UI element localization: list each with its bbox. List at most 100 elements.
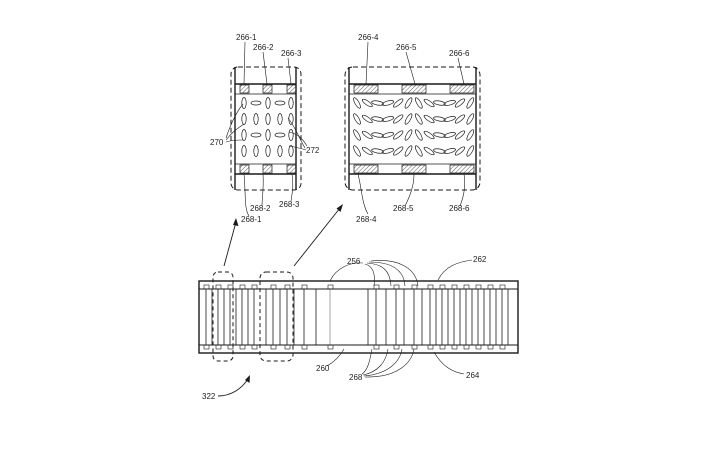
lc-molecule [253, 145, 259, 157]
right-detail-dashed-border [344, 66, 481, 191]
lc-molecule [466, 113, 475, 125]
lc-molecule [250, 132, 262, 138]
lc-molecule [454, 114, 466, 124]
lc-molecule [361, 130, 373, 140]
lc-molecule [393, 98, 404, 108]
strip-bottom-tab [239, 344, 246, 350]
lc-molecule [423, 130, 435, 140]
strip-top-tab [239, 284, 246, 290]
label-322: 322 [202, 392, 216, 401]
lc-molecule [253, 113, 259, 125]
left-detail-view [230, 66, 302, 191]
main-strip [198, 271, 519, 362]
lc-molecule [404, 129, 413, 141]
label-272: 272 [306, 146, 320, 155]
strip-top-tab [284, 284, 291, 290]
lc-molecule [250, 100, 262, 106]
lc-molecule [353, 145, 361, 157]
strip-bottom-tab [475, 344, 482, 350]
lc-molecule [241, 113, 247, 125]
lc-molecule [414, 97, 423, 109]
label-266-2: 266-2 [253, 43, 274, 52]
strip-top-tab [373, 284, 380, 290]
lc-molecule [277, 113, 283, 125]
label-266-3: 266-3 [281, 49, 302, 58]
lc-molecule [265, 129, 271, 141]
callout-arrows [217, 204, 343, 397]
strip-top-tab [475, 284, 482, 290]
lc-molecule [443, 100, 456, 106]
strip-top-tab [451, 284, 458, 290]
lc-molecule [288, 113, 294, 125]
lc-molecule [353, 113, 361, 125]
lc-molecule [361, 146, 373, 156]
strip-bottom-tab [499, 344, 506, 350]
label-266-4: 266-4 [358, 33, 379, 42]
lc-molecule [404, 113, 413, 125]
strip-top-tab [251, 284, 258, 290]
lc-molecule [265, 145, 271, 157]
strip-bottom-tab [203, 344, 210, 350]
strip-bottom-tab [270, 344, 277, 350]
strip-bottom-tab [411, 344, 418, 350]
lc-molecule [443, 132, 456, 138]
lc-molecule [371, 132, 384, 138]
strip-top-tab [411, 284, 418, 290]
strip-bottom-tab [284, 344, 291, 350]
label-268-6: 268-6 [449, 204, 470, 213]
left-electrodes [239, 84, 297, 174]
lc-molecule [466, 145, 475, 157]
top-electrode [401, 84, 427, 94]
strip-top-tab [487, 284, 494, 290]
strip-top-tab [499, 284, 506, 290]
lc-molecule [433, 116, 446, 122]
lc-molecule [466, 129, 475, 141]
top-electrode [353, 84, 379, 94]
strip-top-tab [327, 284, 334, 290]
left-liquid-crystal-molecules [241, 97, 294, 157]
lc-molecule [241, 97, 247, 109]
lc-molecule [371, 148, 384, 154]
strip-bottom-tab [451, 344, 458, 350]
lc-molecule [443, 116, 456, 122]
lc-molecule [361, 98, 373, 108]
lc-molecule [393, 146, 404, 156]
lc-molecule [393, 114, 404, 124]
strip-top-tab [227, 284, 234, 290]
strip-bottom-tab [373, 344, 380, 350]
label-262: 262 [473, 255, 487, 264]
lc-molecule [288, 97, 294, 109]
lc-molecule [414, 145, 423, 157]
strip-bottom-tab [215, 344, 222, 350]
lc-molecule [353, 129, 361, 141]
lc-molecule [371, 100, 384, 106]
bottom-electrode [401, 164, 427, 174]
label-268-5: 268-5 [393, 204, 414, 213]
strip-top-tab [301, 284, 308, 290]
strip-bottom-tab [463, 344, 470, 350]
label-270: 270 [210, 138, 224, 147]
leader-lines [225, 41, 473, 378]
reference-labels: 266-1 266-2 266-3 270 272 268-2 268-1 26… [202, 33, 487, 401]
strip-top-tab [203, 284, 210, 290]
label-264: 264 [466, 371, 480, 380]
strip-bottom-tab [487, 344, 494, 350]
bottom-electrode [353, 164, 379, 174]
bottom-electrode [286, 164, 297, 174]
lc-molecule [404, 97, 413, 109]
strip-top-tab [463, 284, 470, 290]
right-electrodes [353, 84, 475, 174]
lc-molecule [371, 116, 384, 122]
strip-top-tab [270, 284, 277, 290]
label-268-1: 268-1 [241, 215, 262, 224]
label-268-4: 268-4 [356, 215, 377, 224]
strip-bottom-tab [427, 344, 434, 350]
lc-molecule [466, 97, 475, 109]
lc-molecule [274, 132, 286, 138]
lc-molecule [381, 132, 395, 138]
lc-molecule [288, 129, 294, 141]
label-268-2: 268-2 [250, 204, 271, 213]
strip-top-tab [439, 284, 446, 290]
lc-molecule [433, 148, 446, 154]
lc-molecule [454, 146, 466, 156]
